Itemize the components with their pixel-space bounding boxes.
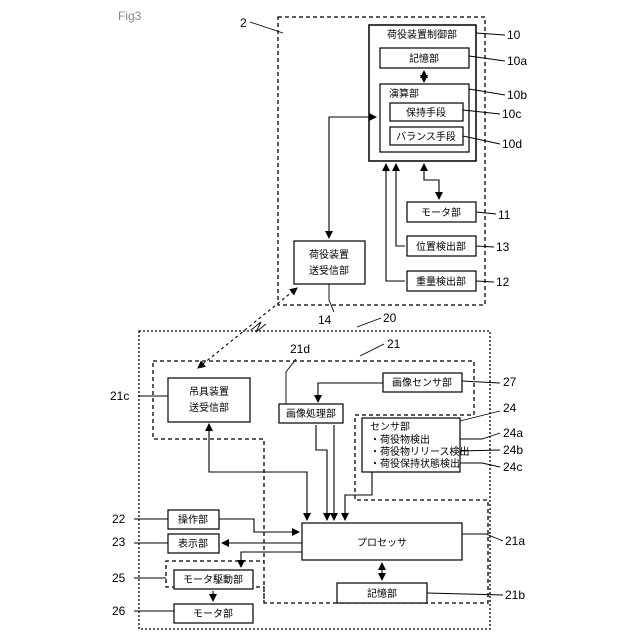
processor-motor-drive-arrow: [241, 552, 302, 567]
ref-21c: 21c: [110, 389, 129, 403]
calc-label: 演算部: [389, 87, 419, 100]
ref-21: 21: [387, 337, 401, 351]
tool-transceiver-label-1: 吊具装置: [189, 385, 229, 398]
ref-10d: 10d: [502, 137, 522, 151]
motor-11-label: モータ部: [421, 206, 461, 219]
sensor-processor-arrow: [345, 472, 372, 520]
wireless-link-arrow: [198, 288, 297, 368]
position-controller-arrow: [396, 164, 405, 246]
hold-means-label: 保持手段: [406, 106, 446, 119]
controller-motor-arrow: [424, 164, 439, 199]
leader-24: [460, 411, 500, 421]
ref-14: 14: [318, 313, 332, 327]
memory-21b-label: 記憶部: [367, 587, 397, 600]
image-sensor-to-processing-arrow: [318, 383, 383, 402]
ref-26: 26: [112, 604, 126, 618]
load-transceiver-label-2: 送受信部: [309, 264, 349, 277]
ref-24b: 24b: [503, 443, 523, 457]
weight-detector-label: 重量検出部: [416, 275, 466, 288]
tool-transceiver-block: [168, 378, 250, 422]
operation-processor-arrow: [219, 519, 299, 532]
leader-11: [476, 212, 496, 214]
ref-21d: 21d: [290, 342, 310, 356]
leader-13: [476, 246, 494, 247]
position-detector-label: 位置検出部: [416, 240, 466, 253]
image-processing-label: 画像処理部: [286, 407, 336, 420]
ref-11: 11: [498, 208, 511, 222]
load-transceiver-label-1: 荷役装置: [309, 248, 349, 261]
controller-label: 荷役装置制御部: [387, 28, 457, 41]
leader-14: [329, 284, 334, 312]
motor-drive-label: モータ駆動部: [183, 573, 243, 586]
transceiver-processor-arrow: [209, 424, 307, 520]
leader-24a: [460, 433, 500, 439]
ref-20: 20: [383, 311, 397, 325]
ref-24a: 24a: [503, 426, 523, 440]
image-processing-processor-arrow-1: [316, 425, 327, 520]
leader-24c: [460, 463, 500, 467]
operation-label: 操作部: [178, 513, 208, 526]
ref-24c: 24c: [503, 460, 522, 474]
tool-transceiver-label-2: 送受信部: [189, 401, 229, 414]
load-transceiver-block: [294, 241, 365, 284]
sensor-item-c: ・荷役保持状態検出: [370, 457, 460, 470]
leader-21: [360, 344, 384, 356]
balance-means-label: バランス手段: [396, 130, 456, 143]
processor-label: プロセッサ: [357, 537, 407, 549]
leader-10: [476, 33, 505, 35]
ref-22: 22: [112, 512, 126, 526]
image-sensor-label: 画像センサ部: [392, 376, 452, 389]
leader-12: [476, 281, 494, 282]
leader-21d: [286, 359, 296, 404]
memory-10a-label: 記憶部: [409, 52, 439, 65]
figure-label: Fig3: [118, 9, 142, 23]
motor-26-label: モータ部: [193, 607, 233, 620]
leader-20: [357, 318, 381, 327]
ref-12: 12: [496, 275, 510, 289]
ref-21a: 21a: [505, 534, 525, 548]
display-label: 表示部: [178, 537, 208, 550]
leader-21b: [427, 593, 503, 595]
ref-24: 24: [503, 401, 517, 415]
ref-27: 27: [503, 375, 517, 389]
ref-10c: 10c: [502, 107, 521, 121]
ref-13: 13: [496, 240, 510, 254]
ref-10: 10: [507, 28, 521, 42]
leader-27: [462, 381, 500, 383]
leader-21a: [462, 534, 503, 541]
ref-10a: 10a: [507, 54, 527, 68]
ref-23: 23: [112, 535, 126, 549]
sensor-item-b: ・荷役物リリース検出: [370, 445, 470, 458]
sensor-item-a: ・荷役物検出: [370, 433, 430, 446]
ref-25: 25: [112, 571, 126, 585]
ref-2: 2: [240, 16, 247, 30]
sensor-label: センサ部: [370, 420, 410, 433]
ref-21b: 21b: [505, 588, 525, 602]
ref-10b: 10b: [507, 88, 527, 102]
